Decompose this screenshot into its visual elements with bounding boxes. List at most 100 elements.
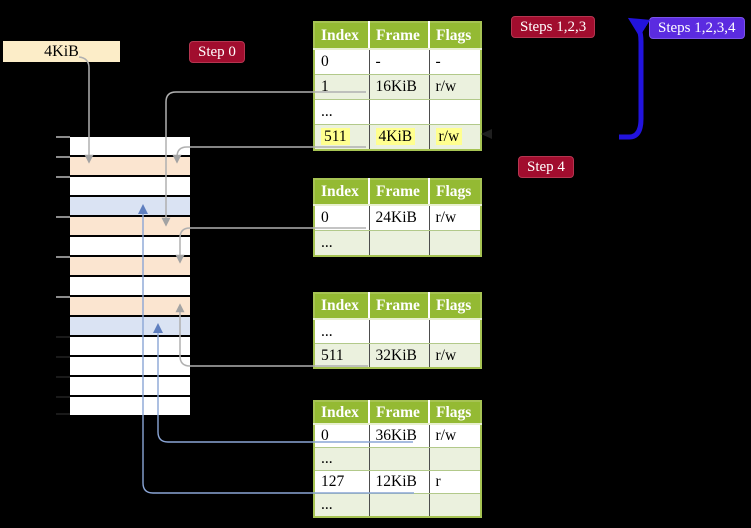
table-cell: 1 xyxy=(314,74,370,100)
address-tick xyxy=(56,156,70,158)
steps-loop-arrow xyxy=(619,17,651,140)
table-cell: r/w xyxy=(429,205,481,231)
column-header-frame: Frame xyxy=(369,22,430,50)
table-row: 0-- xyxy=(314,49,481,75)
highlighted-value: 4KiB xyxy=(375,128,416,145)
table-cell: 0 xyxy=(314,424,370,448)
table-cell xyxy=(429,319,481,344)
memory-frame-row-12 xyxy=(70,377,190,395)
column-header-frame: Frame xyxy=(369,401,430,425)
address-tick xyxy=(56,336,70,338)
table-cell xyxy=(429,230,481,256)
table-cell: r/w xyxy=(429,424,481,448)
memory-frame-row-9 xyxy=(70,317,190,335)
table-cell xyxy=(369,319,430,344)
column-header-frame: Frame xyxy=(369,179,430,206)
badge-step-0: Step 0 xyxy=(189,41,245,63)
highlighted-value: r/w xyxy=(435,128,463,145)
table-cell: 0 xyxy=(314,49,370,75)
memory-frame-row-2 xyxy=(70,177,190,195)
table-cell: r/w xyxy=(429,124,481,150)
table-row: ... xyxy=(314,230,481,256)
table-row: ... xyxy=(314,493,481,517)
column-header-flags: Flags xyxy=(429,179,481,206)
table-row: ... xyxy=(314,447,481,471)
address-tick xyxy=(56,396,70,398)
memory-frame-row-7 xyxy=(70,277,190,295)
table-cell xyxy=(369,99,430,125)
table-cell: 16KiB xyxy=(369,74,430,100)
table-cell: 4KiB xyxy=(369,124,430,150)
table-cell: 127 xyxy=(314,470,370,494)
black-arrow-into-pt1-511 xyxy=(481,129,492,139)
table-cell: ... xyxy=(314,493,370,517)
column-header-frame: Frame xyxy=(369,293,430,320)
memory-frame-row-11 xyxy=(70,357,190,375)
memory-frame-row-6 xyxy=(70,257,190,275)
badge-steps-1-2-3: Steps 1,2,3 xyxy=(511,16,596,38)
address-tick xyxy=(56,376,70,378)
column-header-index: Index xyxy=(314,293,370,320)
address-tick xyxy=(56,136,70,138)
memory-frame-row-13 xyxy=(70,397,190,415)
memory-frame-row-3 xyxy=(70,197,190,215)
badge-steps-1-2-3-4: Steps 1,2,3,4 xyxy=(649,17,745,39)
table-cell xyxy=(429,493,481,517)
table-cell xyxy=(369,447,430,471)
table-cell: 36KiB xyxy=(369,424,430,448)
table-row: 511 4KiB r/w xyxy=(314,124,481,150)
table-cell xyxy=(429,99,481,125)
table-cell: - xyxy=(429,49,481,75)
memory-frame-row-4 xyxy=(70,217,190,235)
table-row: ... xyxy=(314,319,481,344)
column-header-index: Index xyxy=(314,22,370,50)
table-cell: 0 xyxy=(314,205,370,231)
memory-strip xyxy=(70,137,190,415)
table-cell: 511 xyxy=(314,343,370,368)
table-cell: ... xyxy=(314,99,370,125)
column-header-flags: Flags xyxy=(429,293,481,320)
table-cell: 12KiB xyxy=(369,470,430,494)
table-cell: r/w xyxy=(429,343,481,368)
table-cell: ... xyxy=(314,447,370,471)
table-cell: ... xyxy=(314,319,370,344)
memory-frame-row-1 xyxy=(70,157,190,175)
memory-frame-row-5 xyxy=(70,237,190,255)
memory-frame-row-0 xyxy=(70,137,190,155)
column-header-index: Index xyxy=(314,179,370,206)
memory-frame-row-8 xyxy=(70,297,190,315)
table-cell xyxy=(429,447,481,471)
page-size-label: 4KiB xyxy=(3,41,120,62)
table-cell: ... xyxy=(314,230,370,256)
address-tick xyxy=(56,256,70,258)
table-cell: - xyxy=(369,49,430,75)
table-row: ... xyxy=(314,99,481,125)
table-cell: 24KiB xyxy=(369,205,430,231)
address-tick xyxy=(56,216,70,218)
table-cell xyxy=(369,493,430,517)
column-header-flags: Flags xyxy=(429,22,481,50)
address-tick xyxy=(56,176,70,178)
column-header-index: Index xyxy=(314,401,370,425)
table-cell: r xyxy=(429,470,481,494)
table-cell: 511 xyxy=(314,124,370,150)
highlighted-value: 511 xyxy=(321,128,350,145)
table-cell: 32KiB xyxy=(369,343,430,368)
address-tick xyxy=(56,413,70,415)
address-tick xyxy=(56,356,70,358)
memory-frame-row-10 xyxy=(70,337,190,355)
table-cell xyxy=(369,230,430,256)
badge-step-4: Step 4 xyxy=(518,156,574,178)
column-header-flags: Flags xyxy=(429,401,481,425)
address-tick xyxy=(56,296,70,298)
